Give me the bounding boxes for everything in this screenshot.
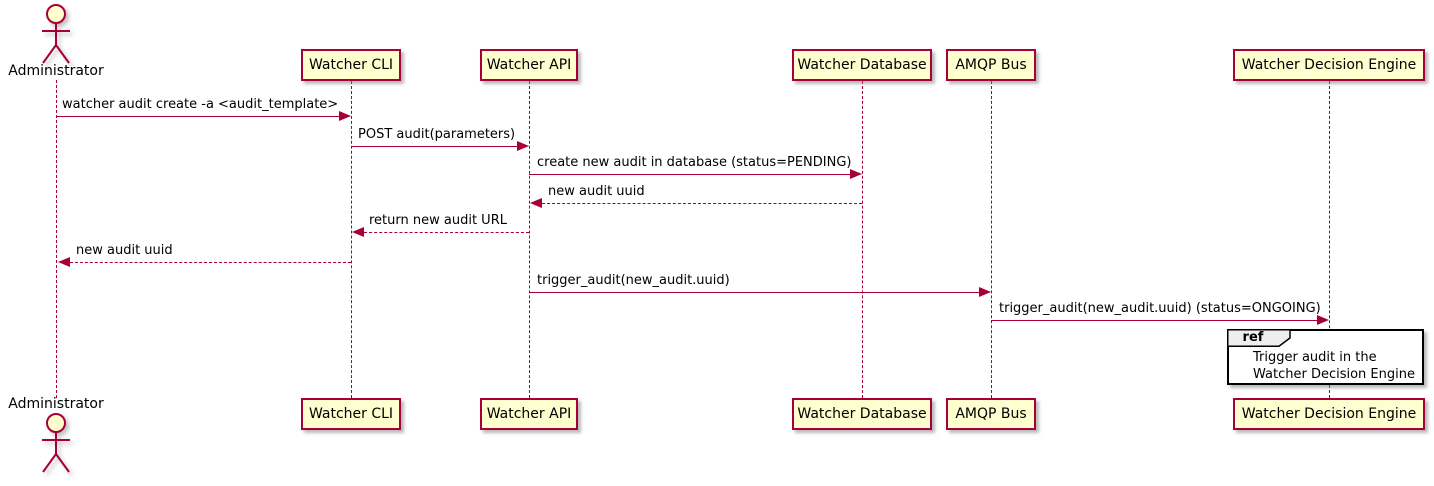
participant-amqp-bus-top: AMQP Bus — [946, 49, 1036, 81]
message-label: trigger_audit(new_audit.uuid) (status=ON… — [999, 301, 1321, 316]
message-label: trigger_audit(new_audit.uuid) — [537, 273, 730, 288]
ref-tab-shape — [1227, 329, 1291, 347]
actor-icon — [42, 413, 70, 473]
arrowhead-icon — [517, 141, 529, 151]
message-line — [529, 174, 859, 175]
participant-watcher-api-top: Watcher API — [480, 49, 578, 81]
participant-watcher-cli-top: Watcher CLI — [301, 49, 401, 81]
participant-label: AMQP Bus — [955, 57, 1027, 73]
ref-text-line1: Trigger audit in the — [1253, 350, 1377, 365]
actor-label-bottom: Administrator — [8, 396, 104, 412]
participant-watcher-database-top: Watcher Database — [792, 49, 932, 81]
arrowhead-icon — [339, 111, 351, 121]
ref-text: Trigger audit in the Watcher Decision En… — [1253, 350, 1415, 383]
actor-label-top: Administrator — [8, 63, 104, 79]
message-line — [56, 116, 348, 117]
participant-watcher-decision-engine-bottom: Watcher Decision Engine — [1233, 398, 1425, 430]
arrowhead-icon — [530, 198, 542, 208]
message-line — [991, 320, 1326, 321]
lifeline-watcher-decision-engine — [1329, 81, 1330, 398]
lifeline-administrator — [56, 80, 57, 398]
message-line — [351, 146, 526, 147]
message-label: create new audit in database (status=PEN… — [537, 155, 852, 170]
message-label: POST audit(parameters) — [358, 127, 516, 142]
participant-label: Watcher Database — [797, 406, 927, 422]
ref-text-line2: Watcher Decision Engine — [1253, 366, 1415, 382]
message-label: return new audit URL — [369, 213, 507, 228]
participant-amqp-bus-bottom: AMQP Bus — [946, 398, 1036, 430]
arrowhead-icon — [850, 169, 862, 179]
message-label: new audit uuid — [76, 243, 173, 258]
participant-label: Watcher Decision Engine — [1241, 406, 1417, 422]
message-label: new audit uuid — [548, 184, 645, 199]
lifeline-watcher-cli — [351, 81, 352, 398]
participant-watcher-api-bottom: Watcher API — [480, 398, 578, 430]
arrowhead-icon — [979, 287, 991, 297]
participant-label: Watcher API — [486, 406, 572, 422]
message-line — [364, 232, 529, 233]
participant-watcher-database-bottom: Watcher Database — [792, 398, 932, 430]
message-line — [529, 292, 988, 293]
lifeline-watcher-database — [862, 81, 863, 398]
arrowhead-icon — [352, 227, 364, 237]
participant-label: Watcher Decision Engine — [1241, 57, 1417, 73]
participant-label: AMQP Bus — [955, 406, 1027, 422]
ref-keyword: ref — [1242, 330, 1264, 345]
actor-icon — [42, 4, 70, 64]
ref-fragment: ref Trigger audit in the Watcher Decisio… — [1227, 329, 1424, 385]
participant-label: Watcher CLI — [308, 57, 394, 73]
message-line — [542, 203, 862, 204]
participant-label: Watcher Database — [797, 57, 927, 73]
participant-watcher-cli-bottom: Watcher CLI — [301, 398, 401, 430]
message-label: watcher audit create -a <audit_template> — [62, 97, 339, 112]
arrowhead-icon — [58, 257, 70, 267]
lifeline-watcher-api — [529, 81, 530, 398]
ref-tab: ref — [1227, 329, 1291, 347]
arrowhead-icon — [1317, 315, 1329, 325]
lifeline-amqp-bus — [991, 81, 992, 398]
message-line — [70, 262, 351, 263]
participant-watcher-decision-engine-top: Watcher Decision Engine — [1233, 49, 1425, 81]
participant-label: Watcher API — [486, 57, 572, 73]
participant-label: Watcher CLI — [308, 406, 394, 422]
